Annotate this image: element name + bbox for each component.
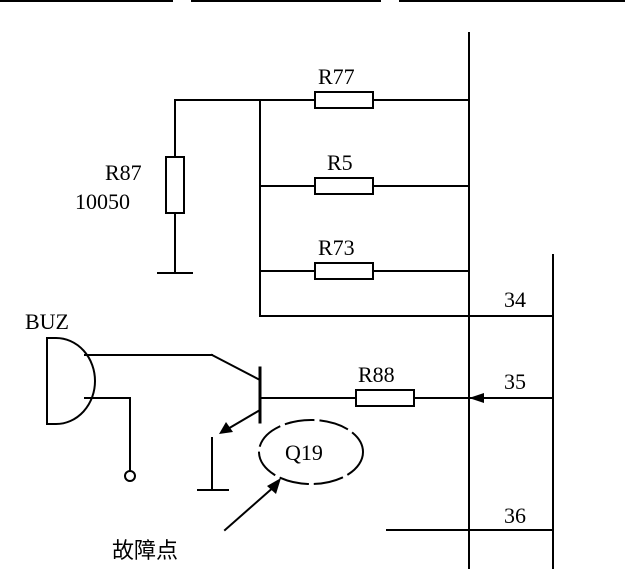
r77-label: R77 xyxy=(318,64,355,89)
pin-35-label: 35 xyxy=(504,369,526,394)
r87-label: R87 xyxy=(105,160,142,185)
r73-label: R73 xyxy=(318,235,355,260)
r73-branch xyxy=(259,262,470,280)
fault-point-label: 故障点 xyxy=(112,539,178,564)
r88-label: R88 xyxy=(358,362,395,387)
fault-pointer-line xyxy=(223,483,278,532)
buzzer-label: BUZ xyxy=(25,309,69,334)
pin-36-label: 36 xyxy=(504,503,526,528)
fault-highlight-ellipse xyxy=(258,419,364,485)
pin-34-label: 34 xyxy=(504,287,526,312)
r87-value: 10050 xyxy=(75,189,130,214)
buzzer-terminal xyxy=(124,470,136,482)
r5-branch xyxy=(259,177,470,195)
r87-branch xyxy=(157,99,193,274)
r77-branch xyxy=(174,91,470,109)
transistor-label: Q19 xyxy=(285,440,323,465)
fault-pointer-arrowhead xyxy=(267,478,281,494)
r5-label: R5 xyxy=(327,150,353,175)
buzzer-symbol xyxy=(46,337,262,471)
pin-35-arrow xyxy=(469,393,484,403)
